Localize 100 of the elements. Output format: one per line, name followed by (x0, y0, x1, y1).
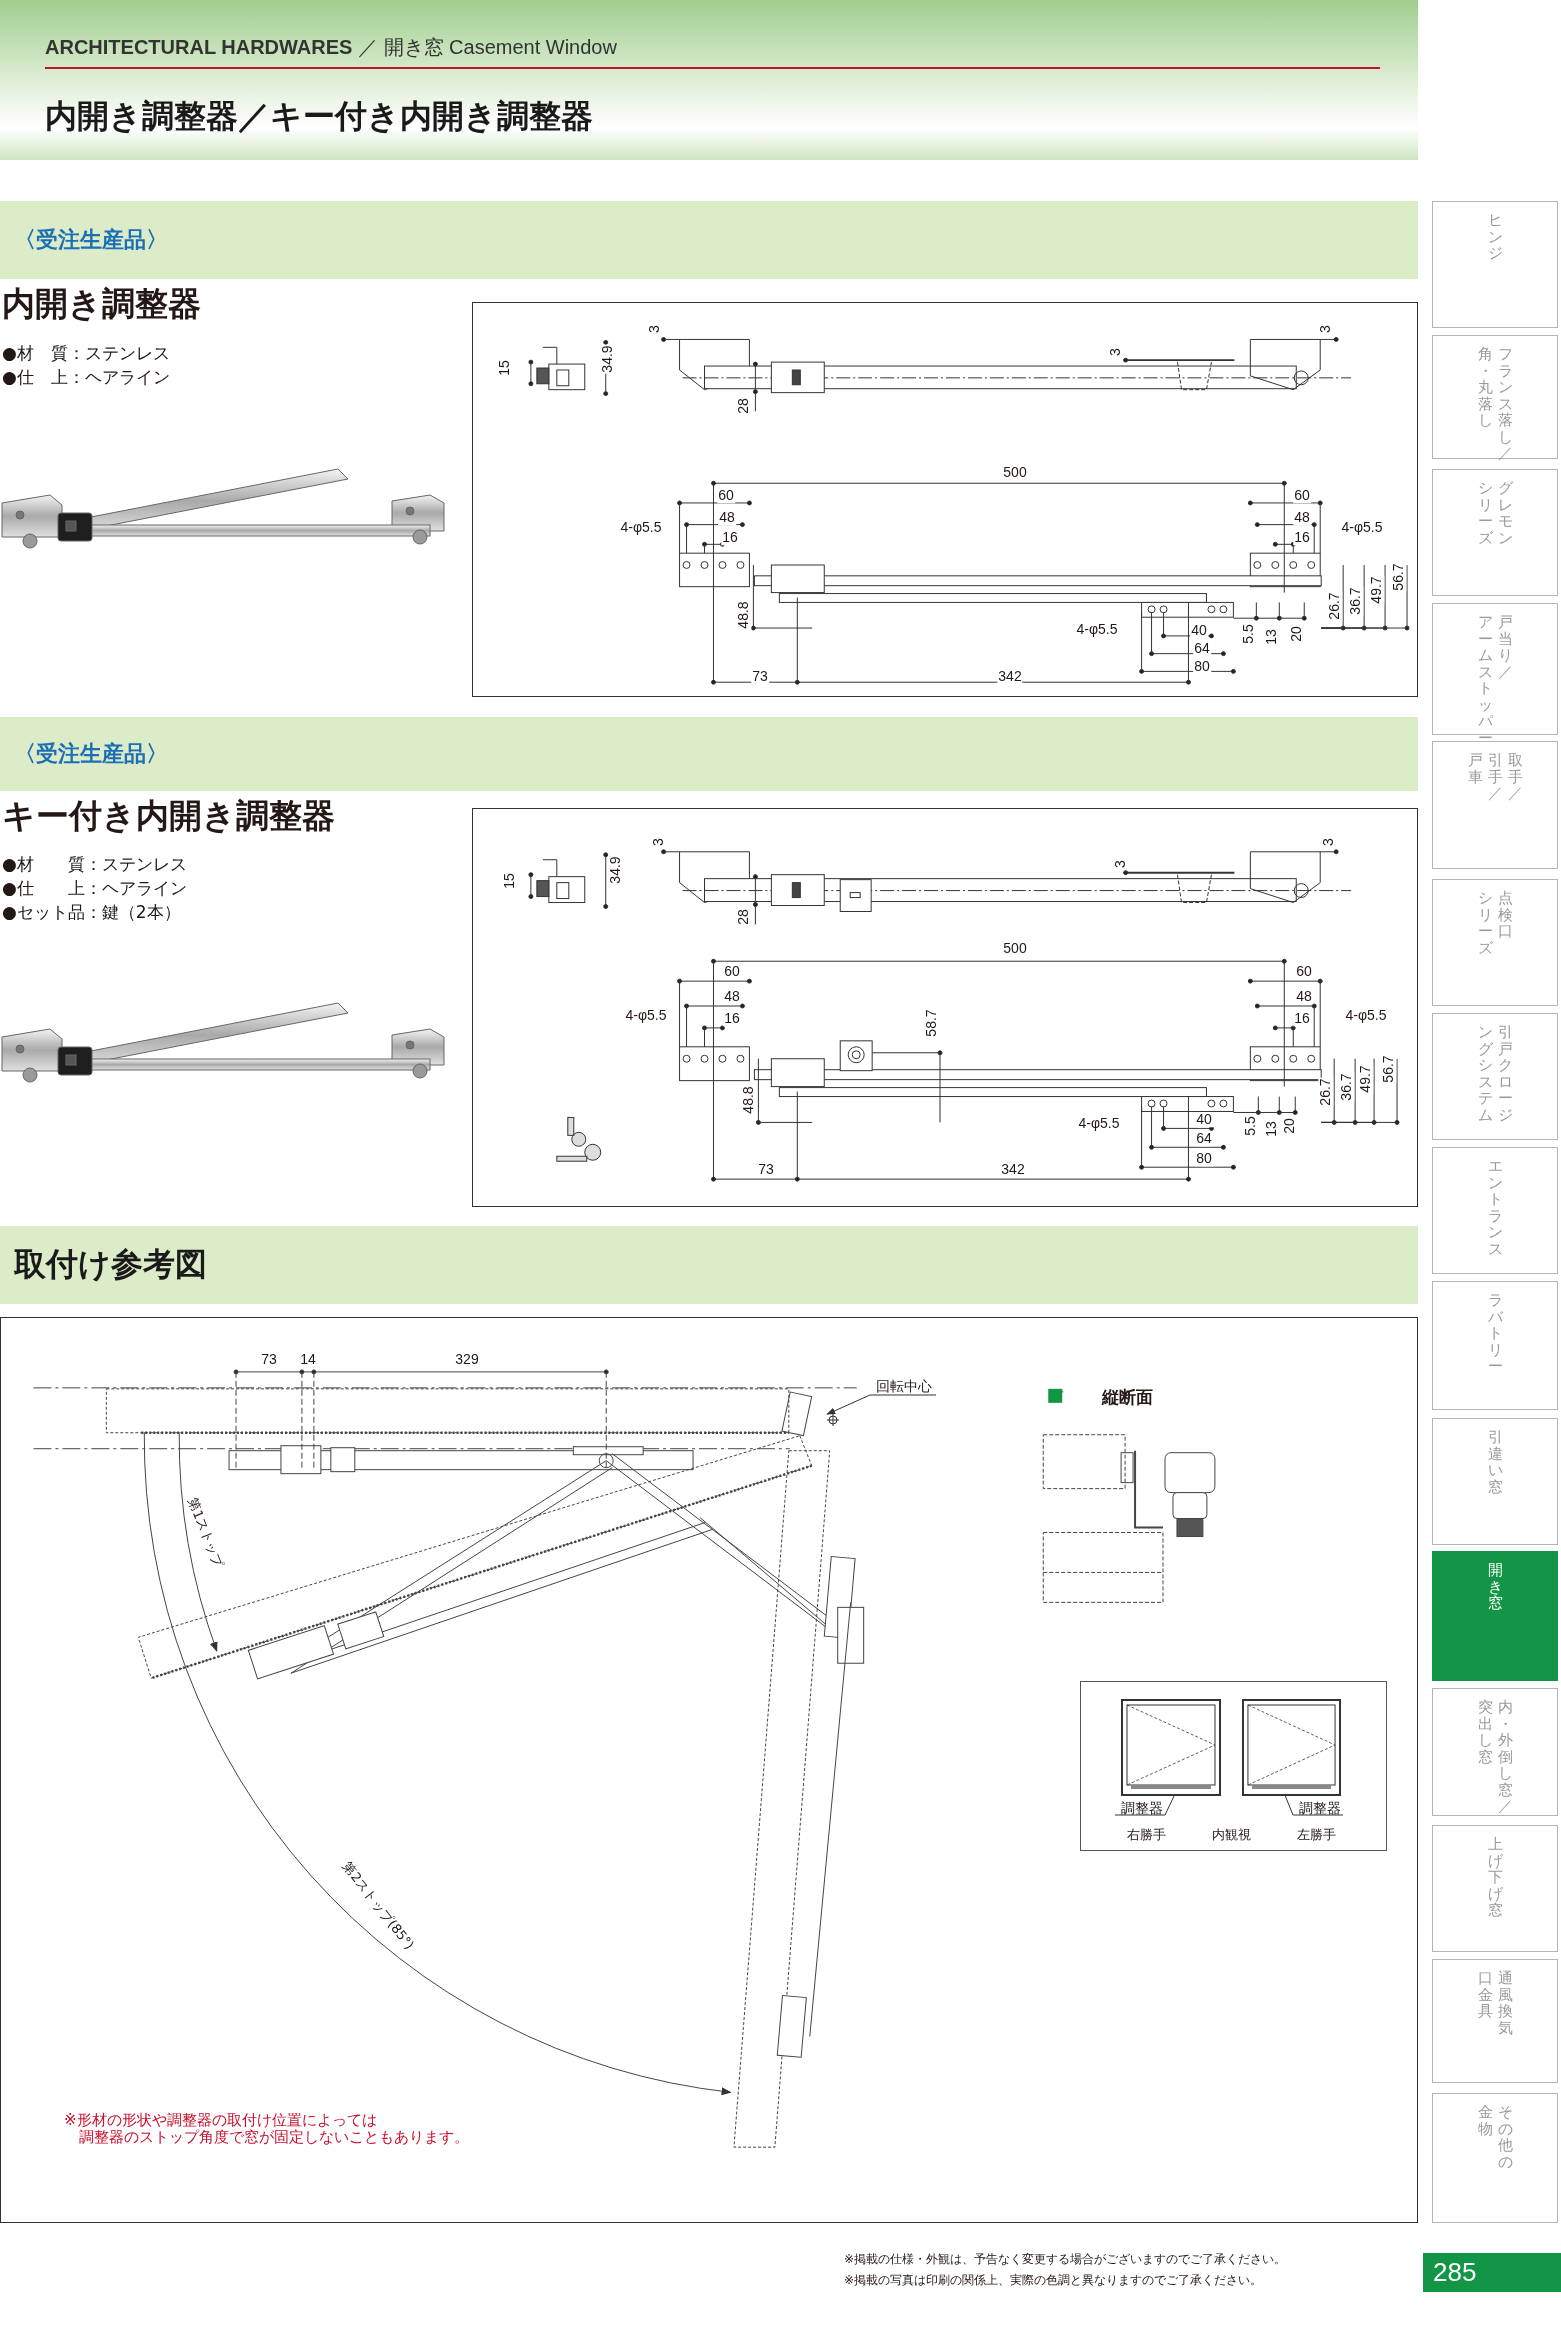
disclaimer-text: ※掲載の写真は印刷の関係上、実際の色調と異なりますのでご了承ください。 (844, 2274, 1263, 2288)
category-tab (1432, 1147, 1558, 1274)
leader-line (826, 1394, 937, 1415)
dimension-label: 60 (717, 488, 735, 504)
active-category-tab (1432, 1551, 1558, 1681)
dimension-label: 60 (1293, 488, 1311, 504)
dimension-label: 48 (1293, 510, 1311, 526)
category-tab (1432, 1281, 1558, 1410)
category-tab (1432, 201, 1558, 328)
category-label: ラバトリー (1487, 1292, 1503, 1375)
category-tab (1432, 1825, 1558, 1952)
category-label: 戸当り／ (1497, 614, 1513, 680)
dimension-label: 40 (1195, 1112, 1213, 1128)
dimension-label: 49.7 (1369, 575, 1385, 605)
view-caption: 左勝手 (1296, 1827, 1336, 1843)
dimension-label: 80 (1193, 659, 1211, 675)
order-note: 〈受注生産品〉 (14, 226, 168, 254)
callout-text: 調整器 (1295, 1799, 1345, 1817)
dimension-label: 4-φ5.5 (619, 520, 663, 536)
category-label: アームストッパー (1477, 614, 1493, 746)
dimension-label: 48 (718, 510, 736, 526)
dimension-label: 4-φ5.5 (624, 1008, 668, 1024)
category-label: 引手／ (1487, 752, 1503, 802)
section-band (0, 717, 1418, 791)
header-band (0, 0, 1418, 160)
window-diagram-panel (1080, 1681, 1387, 1851)
dimension-label: 4-φ5.5 (1340, 520, 1384, 536)
category-tab (1432, 879, 1558, 1006)
category-label: 金物 (1477, 2104, 1493, 2137)
category-label: 開き窓 (1487, 1562, 1503, 1612)
category-tab (1432, 1013, 1558, 1140)
category-label: 引違い窓 (1487, 1429, 1503, 1495)
category-label: 口金具 (1477, 1970, 1493, 2020)
dimension-label: 56.7 (1391, 562, 1407, 592)
dimension-label: 16 (721, 530, 739, 546)
drawing-panel (472, 302, 1418, 697)
category-label: ヒンジ (1487, 212, 1503, 262)
dimension-label: 16 (1293, 1011, 1311, 1027)
category-tab (1432, 469, 1558, 596)
section-band (0, 201, 1418, 279)
page-number: 285 (1423, 2253, 1561, 2292)
category-label: 取手／ (1507, 752, 1523, 802)
dimension-label: 48 (723, 989, 741, 1005)
dimension-label: 64 (1195, 1131, 1213, 1147)
view-caption: 右勝手 (1126, 1827, 1166, 1843)
dimension-label: 64 (1193, 641, 1211, 657)
spec-text: ●仕 上：ヘアライン (2, 368, 170, 387)
section-band (0, 1226, 1418, 1304)
dimension-label: 36.7 (1348, 586, 1364, 616)
category-label: 引戸クロージ (1497, 1024, 1513, 1123)
dimension-label: 48 (1295, 989, 1313, 1005)
leader-line (1114, 1793, 1176, 1816)
category-label: 戸車 (1467, 752, 1483, 785)
section-title: 縦断面 (1102, 1388, 1153, 1407)
category-tab (1432, 1418, 1558, 1545)
category-label: エントランス (1487, 1158, 1503, 1257)
category-tab (1432, 741, 1558, 869)
dimension-label: 342 (997, 669, 1023, 685)
dimension-label: 4-φ5.5 (1075, 622, 1119, 638)
dimension-label: 16 (1293, 530, 1311, 546)
category-label: 突出し窓 (1477, 1699, 1493, 1765)
category-tab (1432, 2093, 1558, 2223)
category-label: グレモン (1497, 480, 1513, 546)
callout-text: 調整器 (1117, 1799, 1167, 1817)
dimension-label: 73 (751, 669, 769, 685)
category-label: シリーズ (1477, 890, 1493, 956)
view-caption: 内観視 (1211, 1827, 1251, 1843)
dimension-label: 48.8 (736, 600, 752, 630)
leader-line (1284, 1793, 1344, 1816)
drawing-panel (0, 1317, 1418, 2223)
dimension-label: 26.7 (1318, 1077, 1334, 1107)
page-title: 内開き調整器／キー付き内開き調整器 (45, 96, 593, 137)
dimension-label: 26.7 (1327, 591, 1343, 621)
category-label: その他の (1497, 2104, 1513, 2170)
section-heading: 取付け参考図 (14, 1244, 207, 1285)
category-label: シリーズ (1477, 480, 1493, 546)
pivot-mark (827, 1414, 839, 1426)
category-tab (1432, 1959, 1558, 2083)
header-breadcrumb: ARCHITECTURAL HARDWARES ／ 開き窓 Casement Window (45, 34, 1380, 69)
category-label: 内・外倒し窓／ (1497, 1699, 1513, 1815)
dimension-label: 4-φ5.5 (1077, 1116, 1121, 1132)
dimension-label: 40 (1190, 623, 1208, 639)
category-label: 上げ下げ窓 (1487, 1836, 1503, 1919)
spec-text: ●材 質：ステンレス (2, 344, 170, 363)
category-label: 角・丸落し (1477, 346, 1493, 429)
spec-text: ●セット品：鍵（2本） (2, 903, 181, 922)
spec-text: ●材 質：ステンレス (2, 855, 187, 874)
spec-text: ●仕 上：ヘアライン (2, 879, 187, 898)
callout-text: 回転中心 (871, 1376, 937, 1396)
dimension-label: 80 (1195, 1151, 1213, 1167)
dimension-label: 56.7 (1381, 1054, 1397, 1084)
dimension-label: 16 (723, 1011, 741, 1027)
dimension-label: 36.7 (1339, 1072, 1355, 1102)
drawing-panel (472, 808, 1418, 1207)
disclaimer-text: ※掲載の仕様・外観は、予告なく変更する場合がございますのでご了承ください。 (844, 2253, 1287, 2267)
category-label: フランス落し／ (1497, 346, 1513, 462)
category-tab (1432, 335, 1558, 459)
warning-note: ※形材の形状や調整器の取付け位置によっては調整器のストップ角度で窓が固定しないこともあります。 (64, 2112, 469, 2145)
category-label: 通風換気 (1497, 1970, 1513, 2036)
order-note: 〈受注生産品〉 (14, 740, 168, 768)
